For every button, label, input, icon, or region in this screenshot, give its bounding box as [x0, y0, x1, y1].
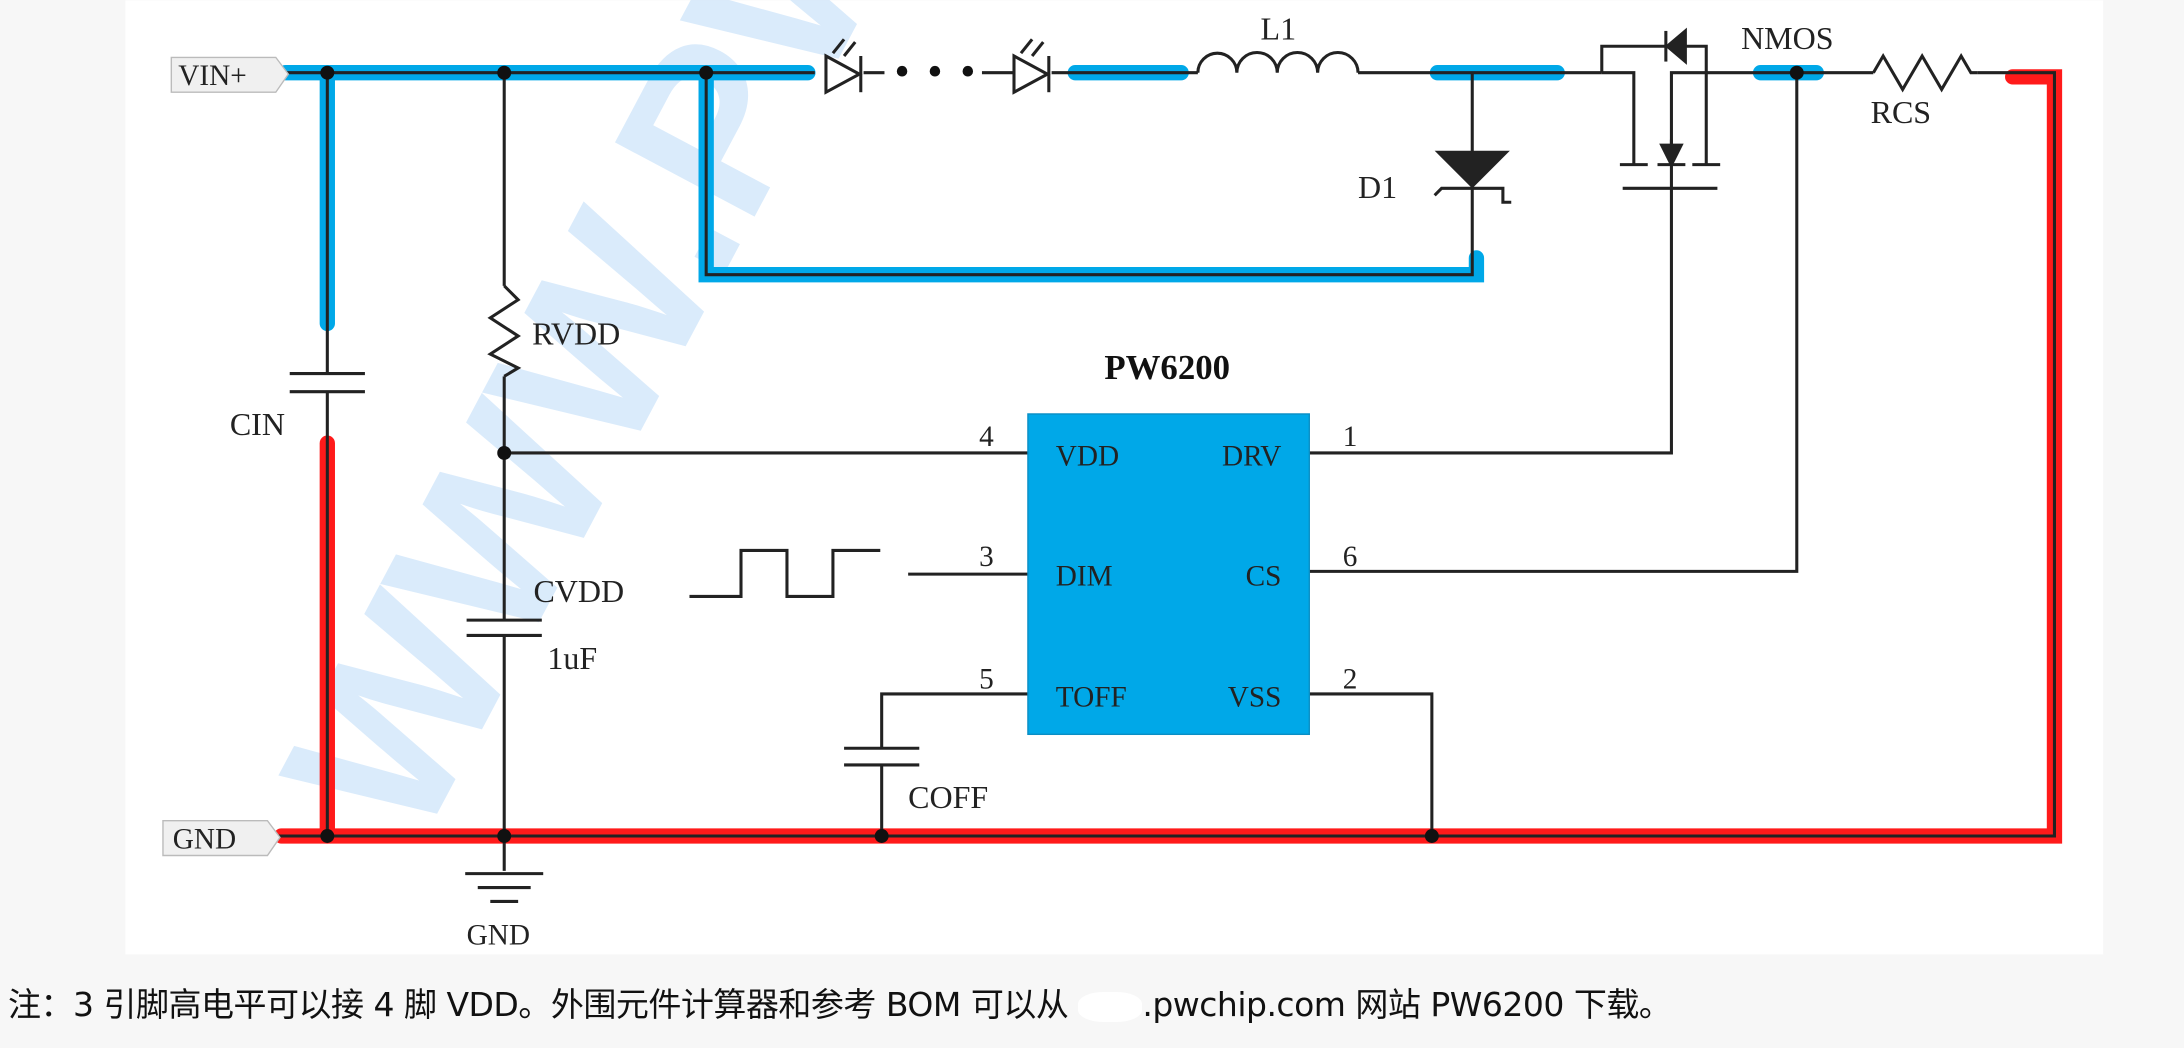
cin-label: CIN — [230, 406, 285, 442]
rvdd-label: RVDD — [532, 315, 620, 351]
capacitor-icon — [466, 618, 542, 637]
nmos-icon — [1600, 27, 1721, 190]
ground-label: GND — [467, 920, 530, 952]
ic-name: PW6200 — [1104, 348, 1230, 387]
cvdd-value: 1uF — [547, 640, 597, 676]
footnote-text: 注：3 引脚高电平可以接 4 脚 VDD。外围元件计算器和参考 BOM 可以从 — [8, 985, 1069, 1024]
junction-dots — [320, 65, 1804, 843]
coff-label: COFF — [908, 779, 988, 815]
vin-port: VIN+ — [170, 56, 290, 93]
inductor-label: L1 — [1261, 10, 1297, 46]
pin-name: VSS — [1228, 681, 1282, 713]
pin-number: 6 — [1343, 541, 1358, 573]
inductor-icon — [1196, 51, 1360, 73]
rcs-label: RCS — [1871, 94, 1932, 130]
vin-port-label: VIN+ — [178, 60, 246, 92]
nmos-label: NMOS — [1741, 20, 1834, 56]
pin-number: 4 — [979, 421, 994, 453]
gnd-port: GND — [162, 819, 281, 857]
led-icon — [1012, 38, 1051, 95]
pin-number: 2 — [1343, 663, 1358, 695]
capacitor-icon — [844, 746, 920, 767]
diode-label: D1 — [1358, 169, 1397, 205]
resistor-icon — [487, 284, 522, 378]
led-icon — [824, 38, 863, 95]
pin-name: DRV — [1222, 440, 1281, 472]
diode-icon — [1433, 150, 1512, 204]
resistor-icon — [1872, 52, 1978, 93]
wires — [278, 71, 2056, 871]
pin-name: VDD — [1056, 440, 1119, 472]
ground-icon — [465, 872, 544, 903]
pin-number: 1 — [1343, 421, 1358, 453]
ic-body — [1027, 413, 1310, 736]
obscured-region — [1078, 991, 1143, 1022]
led-ellipsis: • • • — [891, 51, 978, 94]
pin-number: 5 — [979, 663, 994, 695]
pin-name: TOFF — [1056, 681, 1127, 713]
pin-name: CS — [1246, 560, 1282, 592]
cvdd-label: CVDD — [533, 573, 624, 609]
pin-name: DIM — [1056, 560, 1113, 592]
footnote-text-end: .pwchip.com 网站 PW6200 下载。 — [1142, 985, 1672, 1024]
gnd-port-label: GND — [173, 824, 236, 856]
footnote: 注：3 引脚高电平可以接 4 脚 VDD。外围元件计算器和参考 BOM 可以从 … — [8, 978, 1672, 1026]
pin-number: 3 — [979, 541, 994, 573]
capacitor-icon — [289, 372, 365, 394]
